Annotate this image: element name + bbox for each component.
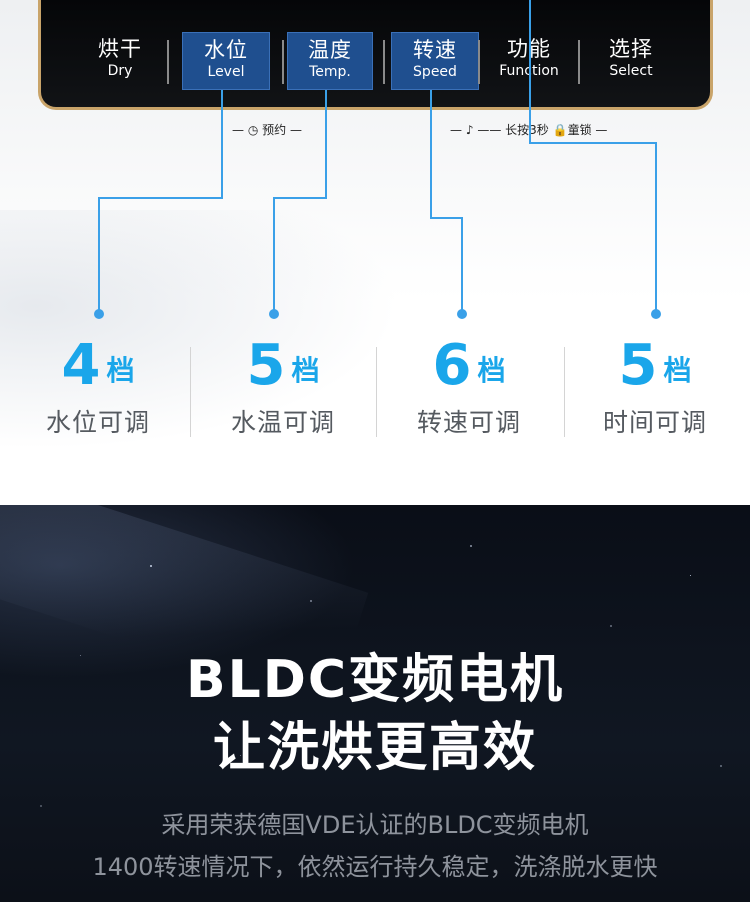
star (610, 625, 612, 627)
bell-icon: ♪ (465, 123, 474, 137)
select-label-en: Select (609, 63, 653, 79)
star (150, 565, 152, 567)
dry-label-en: Dry (107, 63, 133, 79)
stat-value: 4 (61, 333, 101, 398)
speed-label-zh: 转速 (413, 38, 457, 62)
child-lock-suffix: 童锁 (567, 123, 592, 137)
select-label-zh: 选择 (609, 37, 653, 61)
connector-dot (269, 309, 279, 319)
stat-divider (564, 347, 565, 437)
level-label-en: Level (207, 64, 245, 80)
stat-desc: 时间可调 (602, 408, 707, 437)
dry-button[interactable]: 烘干 Dry (89, 32, 151, 90)
function-label-zh: 功能 (507, 37, 551, 61)
motor-desc-line2: 1400转速情况下，依然运行持久稳定，洗涤脱水更快 (92, 853, 658, 881)
control-panel-section: 烘干 Dry 水位 Level 温度 Temp. 转速 Speed 功能 Fun… (0, 0, 750, 505)
stat-divider (190, 347, 191, 437)
panel-separator (282, 40, 284, 84)
background-sheen (0, 210, 400, 450)
star (560, 695, 562, 697)
panel-separator (578, 40, 580, 84)
stat-divider (376, 347, 377, 437)
speed-button[interactable]: 转速 Speed (391, 32, 479, 90)
star (80, 655, 81, 656)
star (240, 755, 241, 756)
reservation-label: 预约 (262, 123, 287, 137)
temp-label-zh: 温度 (308, 38, 352, 62)
lock-icon: 🔒 (552, 123, 568, 137)
star (310, 600, 312, 602)
stat-unit: 档 (106, 354, 135, 387)
stat-desc: 水温可调 (230, 408, 335, 437)
child-lock-indicator: — ♪ —— 长按3秒 🔒童锁 — (450, 123, 608, 137)
connector-speed (430, 90, 463, 313)
temp-button[interactable]: 温度 Temp. (287, 32, 373, 90)
reservation-indicator: — ◷ 预约 — (232, 123, 302, 137)
motor-title-line1: BLDC变频电机 (185, 650, 565, 710)
stat-unit: 档 (663, 354, 692, 387)
star (40, 805, 42, 807)
clock-icon: ◷ (247, 123, 259, 137)
motor-title-line2: 让洗烘更高效 (212, 718, 537, 778)
connector-dot (457, 309, 467, 319)
stat-desc: 转速可调 (416, 408, 521, 437)
connector-lines (94, 0, 661, 319)
stat-value: 6 (432, 333, 472, 398)
dry-label-zh: 烘干 (98, 37, 142, 61)
motor-desc-line1: 采用荣获德国VDE认证的BLDC变频电机 (161, 811, 589, 839)
star (720, 765, 722, 767)
control-panel: 烘干 Dry 水位 Level 温度 Temp. 转速 Speed 功能 Fun… (38, 0, 713, 110)
select-button[interactable]: 选择 Select (597, 32, 665, 90)
child-lock-label: 长按3秒 (505, 123, 549, 137)
connector-dot (651, 309, 661, 319)
stat-value: 5 (618, 333, 658, 398)
level-label-zh: 水位 (204, 38, 248, 62)
panel-separator (478, 40, 480, 84)
level-button[interactable]: 水位 Level (182, 32, 270, 90)
connector-time (529, 0, 657, 313)
motor-section: BLDC变频电机 让洗烘更高效 采用荣获德国VDE认证的BLDC变频电机 140… (0, 505, 750, 902)
stat-unit: 档 (291, 354, 320, 387)
connector-temp (273, 90, 327, 313)
speed-label-en: Speed (413, 64, 457, 80)
star (690, 575, 691, 576)
connector-level (98, 90, 223, 313)
connector-dot (94, 309, 104, 319)
stat-desc: 水位可调 (45, 408, 150, 437)
stat-unit: 档 (477, 354, 506, 387)
stat-value: 5 (246, 333, 286, 398)
star (470, 545, 472, 547)
temp-label-en: Temp. (309, 64, 351, 80)
panel-separator (167, 40, 169, 84)
panel-separator (383, 40, 385, 84)
